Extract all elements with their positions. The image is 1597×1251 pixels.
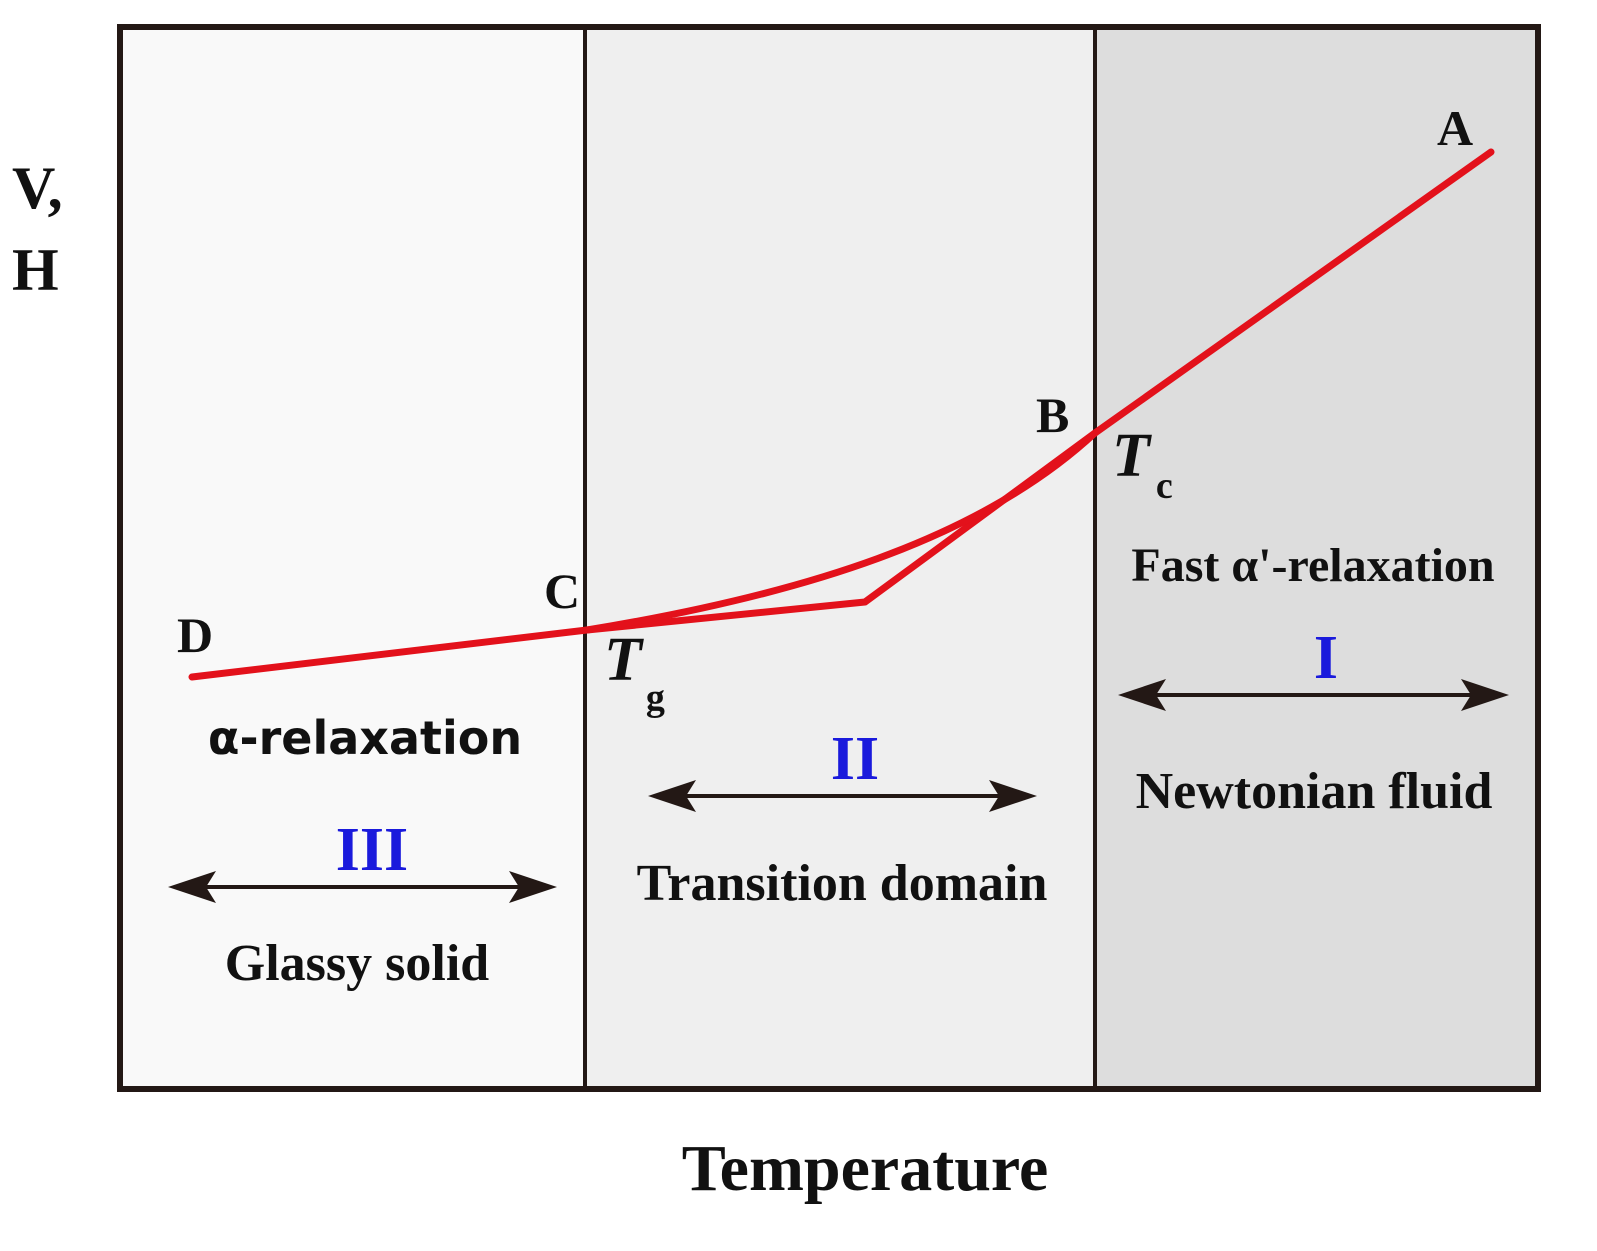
tc-subscript: c xyxy=(1156,465,1173,507)
point-label-a: A xyxy=(1437,100,1473,156)
vh-curves xyxy=(188,148,1495,681)
y-axis-label-h: H xyxy=(12,237,59,303)
arrow-region-iii xyxy=(168,871,557,903)
region-newtonian-bg xyxy=(1095,27,1538,1089)
y-axis-label-v: V, xyxy=(12,155,63,221)
tg-symbol: T xyxy=(604,626,644,694)
alpha-relaxation-label: α-relaxation xyxy=(208,711,522,765)
tg-subscript: g xyxy=(646,677,665,719)
x-axis-label: Temperature xyxy=(682,1132,1049,1205)
region-numeral-ii: II xyxy=(831,725,879,793)
point-label-b: B xyxy=(1036,387,1069,443)
region-transition-bg xyxy=(585,27,1095,1089)
tc-symbol: T xyxy=(1112,422,1152,490)
glassy-solid-label: Glassy solid xyxy=(225,935,489,992)
curve-glass-line xyxy=(188,148,1495,681)
arrow-region-i xyxy=(1118,679,1509,711)
plot-frame xyxy=(117,24,1541,1092)
tg-label: Tg xyxy=(604,626,665,719)
fast-alpha-relaxation-label: Fast α'-relaxation xyxy=(1131,539,1494,592)
point-label-d: D xyxy=(177,607,213,663)
transition-domain-label: Transition domain xyxy=(637,855,1048,912)
point-label-c: C xyxy=(544,563,580,619)
region-glassy-bg xyxy=(120,27,585,1089)
region-numeral-iii: III xyxy=(336,816,408,884)
curve-equilibrium xyxy=(583,429,1099,634)
arrow-region-ii xyxy=(648,780,1037,812)
newtonian-fluid-label: Newtonian fluid xyxy=(1136,763,1493,820)
region-numeral-i: I xyxy=(1314,624,1338,692)
